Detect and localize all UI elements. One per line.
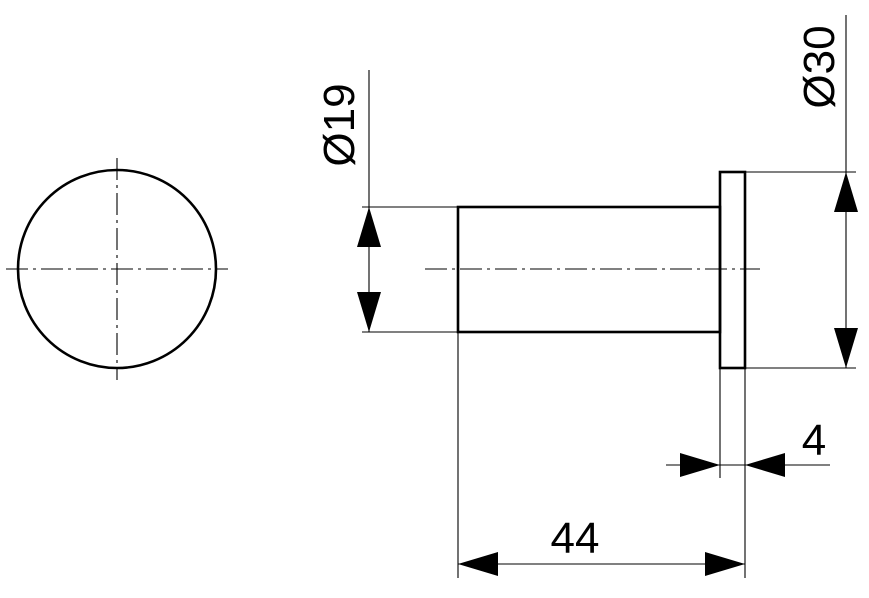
flange-plate [718,170,747,370]
dimension-label-thickness-4: 4 [802,416,826,465]
arrowhead-bottom [834,328,858,368]
arrowhead-top [834,172,858,212]
arrowhead-bottom [357,292,381,332]
dimension-diameter-30: Ø30 [745,15,858,369]
front-view [6,158,228,380]
arrowhead-left [458,552,498,576]
dimension-label-diameter-19: Ø19 [315,83,364,166]
arrowhead-left [680,453,720,477]
dimension-diameter-19: Ø19 [315,70,458,333]
dimension-thickness-4: 4 [666,368,830,478]
dimension-label-length-44: 44 [551,514,600,563]
side-view [425,170,760,370]
dimension-label-diameter-30: Ø30 [795,25,844,108]
arrowhead-top [357,207,381,247]
arrowhead-right [705,552,745,576]
arrowhead-right [745,453,785,477]
dimension-length-44: 44 [457,332,746,578]
